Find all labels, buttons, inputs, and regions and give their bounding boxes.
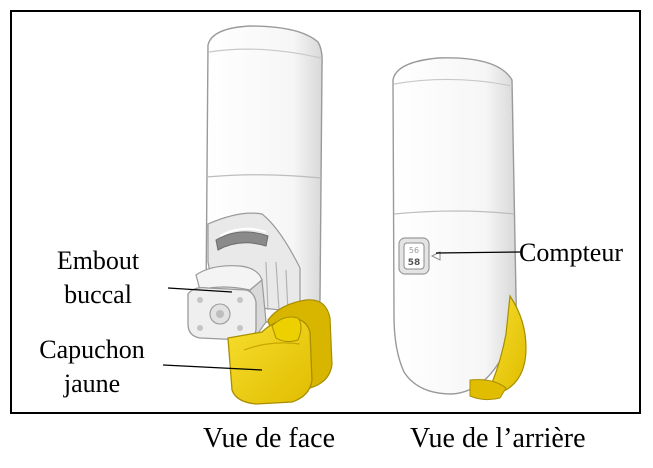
label-mouthpiece-line1: Embout xyxy=(28,246,168,276)
mouthpiece xyxy=(188,266,266,340)
dose-counter-digit-bottom: 58 xyxy=(408,258,421,268)
label-counter: Compteur xyxy=(519,238,623,268)
label-mouthpiece-line2: buccal xyxy=(28,280,168,310)
dose-counter-digit-top: 56 xyxy=(409,246,419,255)
caption-back-view: Vue de l’arrière xyxy=(410,423,586,455)
label-cap-line2: jaune xyxy=(22,369,162,399)
back-view-inhaler: 56 58 xyxy=(393,58,526,400)
mouthpiece-center xyxy=(216,310,224,318)
mouthpiece-dot-3 xyxy=(197,325,203,331)
mouthpiece-dot-2 xyxy=(237,297,243,303)
back-inhaler-body xyxy=(393,58,516,394)
front-view-inhaler xyxy=(188,26,332,404)
label-cap-line1: Capuchon xyxy=(22,335,162,365)
mouthpiece-top xyxy=(196,266,262,290)
mouthpiece-dot-1 xyxy=(197,297,203,303)
mouthpiece-dot-4 xyxy=(237,325,243,331)
caption-front-view: Vue de face xyxy=(203,423,335,455)
